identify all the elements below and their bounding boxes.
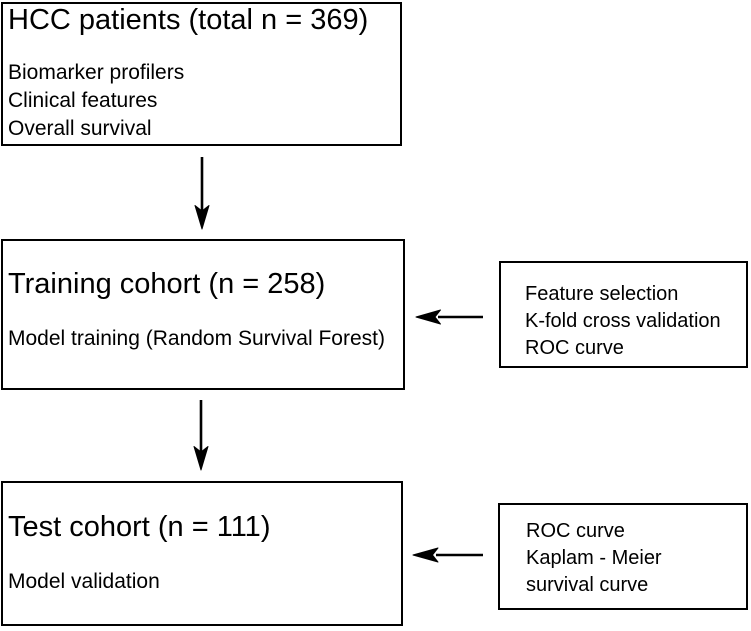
arrow-training-to-test-icon — [193, 400, 209, 471]
test-cohort-box: Test cohort (n = 111) Model validation — [1, 481, 403, 626]
training-method-feature-selection: Feature selection — [525, 283, 679, 305]
test-methods-box: ROC curve Kaplam - Meier survival curve — [498, 503, 748, 610]
training-method-roc: ROC curve — [525, 337, 624, 359]
training-methods-box: Feature selection K-fold cross validatio… — [499, 261, 748, 368]
test-method-survival-curve: survival curve — [526, 574, 649, 596]
hcc-detail-biomarker: Biomarker profilers — [8, 61, 185, 84]
training-cohort-subtitle: Model training (Random Survival Forest) — [8, 327, 385, 350]
test-cohort-subtitle: Model validation — [8, 570, 160, 593]
hcc-patients-title: HCC patients (total n = 369) — [8, 4, 369, 36]
test-method-kaplan-meier: Kaplam - Meier — [526, 547, 662, 569]
training-cohort-title: Training cohort (n = 258) — [8, 268, 326, 300]
test-cohort-title: Test cohort (n = 111) — [8, 511, 271, 543]
arrow-trainingmethods-to-training-icon — [415, 309, 483, 325]
training-cohort-box: Training cohort (n = 258) Model training… — [1, 239, 405, 390]
hcc-detail-clinical: Clinical features — [8, 89, 158, 112]
arrow-testmethods-to-test-icon — [412, 547, 483, 563]
arrow-hcc-to-training-icon — [194, 157, 210, 230]
hcc-patients-box: HCC patients (total n = 369) Biomarker p… — [1, 2, 402, 146]
test-method-roc: ROC curve — [526, 520, 625, 542]
hcc-detail-survival: Overall survival — [8, 117, 152, 140]
training-method-kfold: K-fold cross validation — [525, 310, 721, 332]
